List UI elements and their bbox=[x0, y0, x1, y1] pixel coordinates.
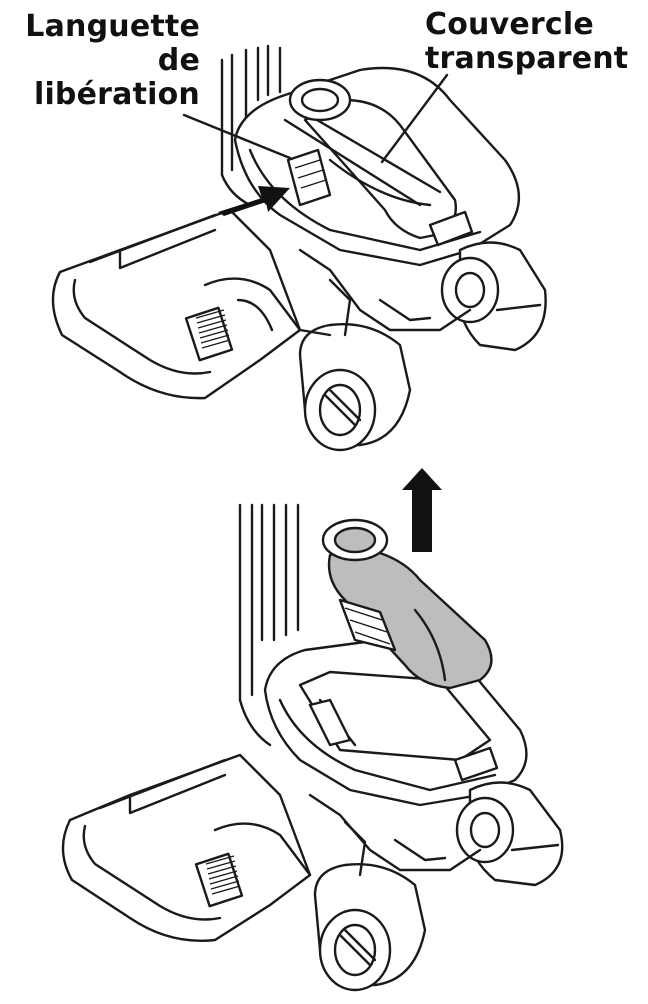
bottom-floor-nozzle bbox=[61, 753, 312, 942]
release-tab-part bbox=[286, 148, 332, 207]
bottom-nozzle-grille bbox=[194, 852, 244, 908]
top-body-connector bbox=[298, 248, 472, 337]
bottom-handle-tubes bbox=[238, 503, 300, 747]
top-wheels bbox=[298, 241, 547, 452]
lift-up-arrow-icon bbox=[402, 468, 442, 552]
top-main-body bbox=[233, 66, 521, 267]
bottom-body-connector bbox=[308, 793, 482, 877]
top-figure-vacuum-head bbox=[51, 44, 547, 452]
bottom-figure-vacuum-head bbox=[61, 468, 564, 992]
push-arrow-icon bbox=[218, 186, 290, 216]
top-nozzle-grille bbox=[184, 306, 234, 362]
release-tab-label-line-1: Languette bbox=[25, 9, 200, 44]
release-tab-label-line-3: libération bbox=[33, 77, 200, 112]
bottom-wheels bbox=[313, 781, 564, 992]
removed-transparent-lid bbox=[321, 518, 493, 690]
release-tab-label: Languette de libération bbox=[10, 10, 200, 112]
transparent-lid-label-line-2: transparent bbox=[425, 41, 629, 76]
top-floor-nozzle bbox=[51, 208, 302, 400]
transparent-lid-label: Couvercle transparent bbox=[425, 8, 648, 76]
release-tab-label-line-2: de bbox=[157, 43, 200, 78]
release-tab-leader-line bbox=[182, 113, 292, 160]
transparent-lid-label-line-1: Couvercle bbox=[425, 7, 594, 42]
lid-leader-line bbox=[380, 73, 449, 164]
